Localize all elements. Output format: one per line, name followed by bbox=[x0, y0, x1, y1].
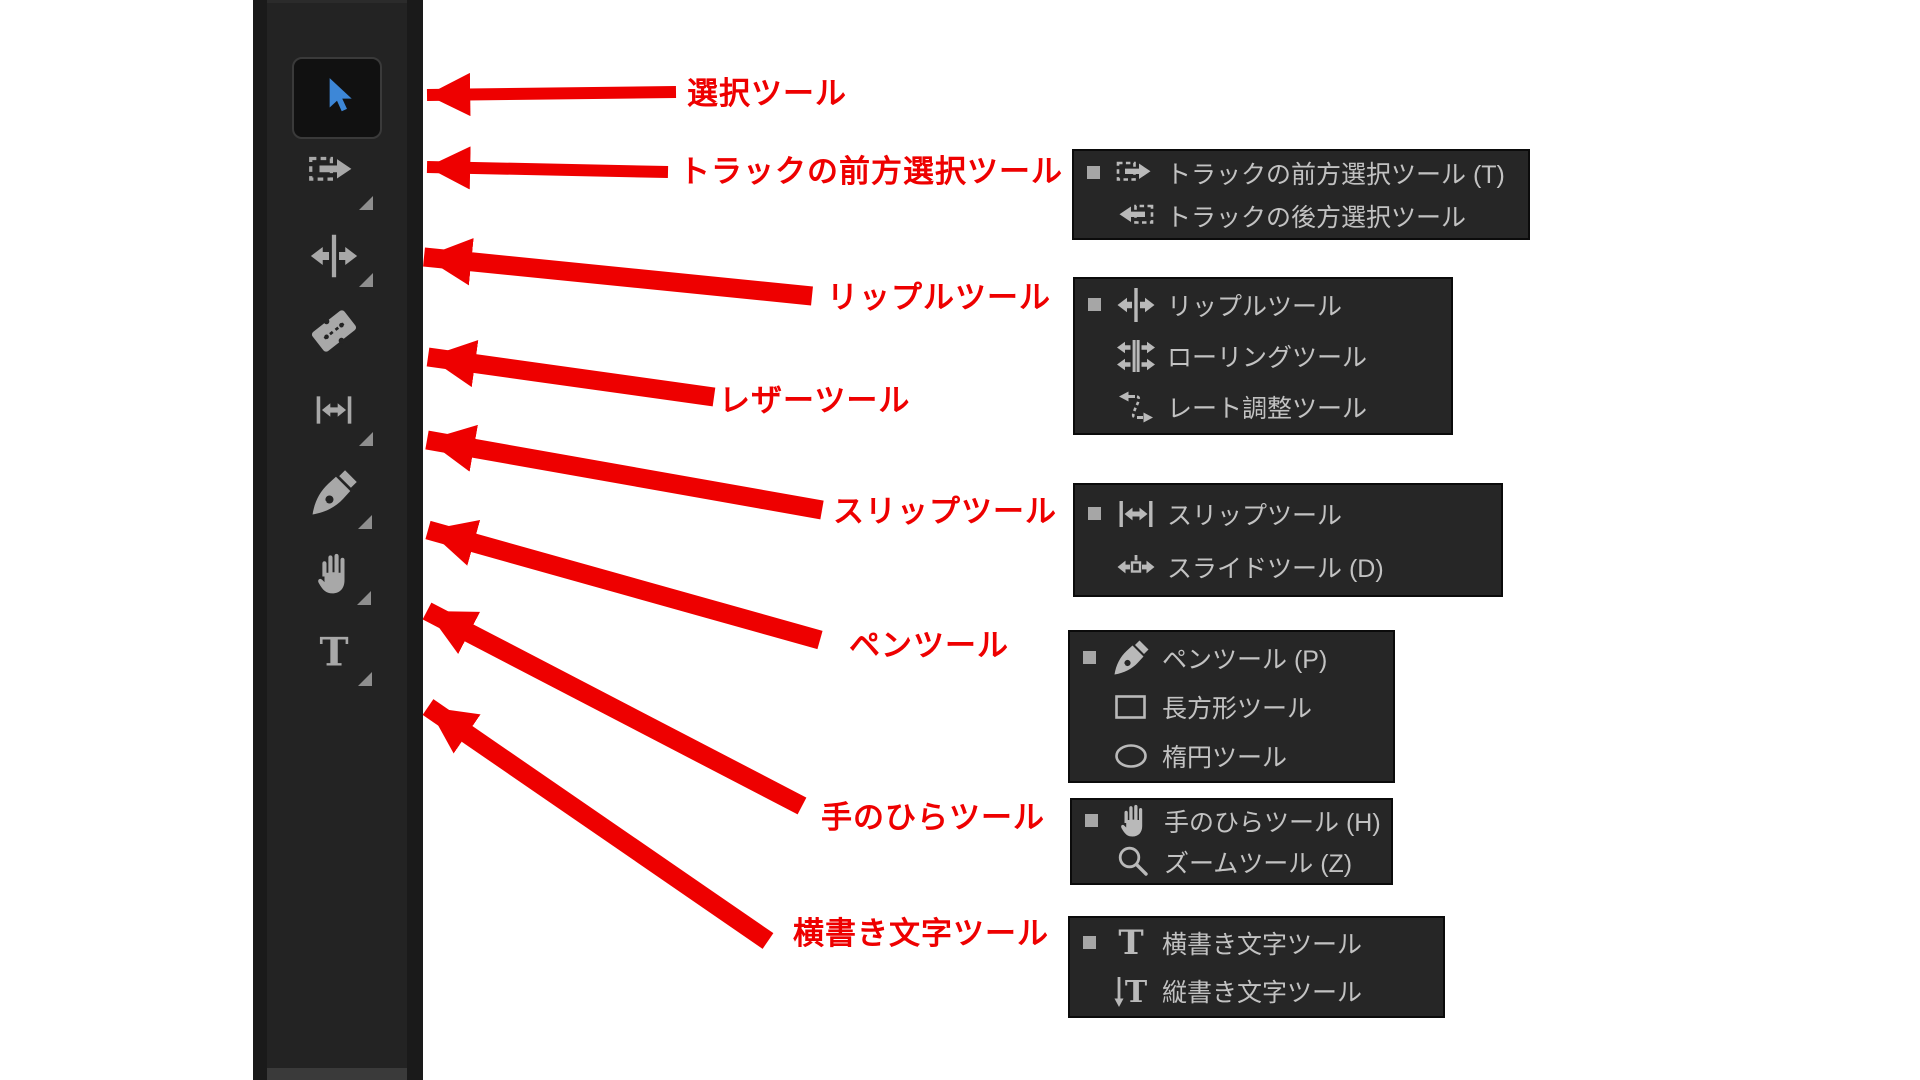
checkmark bbox=[1086, 207, 1104, 225]
checkmark bbox=[1087, 558, 1105, 576]
menu-item-rolling[interactable]: ローリングツール bbox=[1075, 331, 1451, 382]
annotation-selection-tool: 選択ツール bbox=[687, 76, 847, 111]
checkmark bbox=[1087, 296, 1105, 314]
checkmark bbox=[1082, 747, 1100, 765]
annotation-type-tool: 横書き文字ツール bbox=[793, 916, 1049, 951]
tools-panel-footer bbox=[267, 1068, 407, 1080]
hand-icon bbox=[1110, 801, 1156, 841]
checkmark bbox=[1087, 505, 1105, 523]
menu-item-label: トラックの前方選択ツール (T) bbox=[1166, 161, 1505, 189]
menu-item-label: リップルツール bbox=[1167, 293, 1343, 321]
menu-item-zoom[interactable]: ズームツール (Z) bbox=[1072, 842, 1391, 883]
slide-icon bbox=[1113, 547, 1159, 587]
track-select-backward-icon bbox=[1112, 196, 1158, 236]
annotation-hand-tool: 手のひらツール bbox=[821, 800, 1045, 835]
horizontal-type-icon bbox=[1108, 923, 1154, 963]
menu-item-label: 長方形ツール bbox=[1162, 694, 1313, 723]
annotation-ripple-tool: リップルツール bbox=[827, 280, 1051, 315]
rate-stretch-icon bbox=[1113, 387, 1159, 427]
arrow-slip-tool bbox=[425, 424, 824, 520]
menu-item-label: スリップツール bbox=[1167, 501, 1343, 530]
menu-item-label: 手のひらツール (H) bbox=[1164, 809, 1381, 837]
menu-item-horizontal-type[interactable]: 横書き文字ツール bbox=[1070, 919, 1443, 967]
arrow-type-tool bbox=[422, 699, 774, 949]
menu-item-label: ペンツール (P) bbox=[1162, 645, 1328, 674]
menu-item-slide[interactable]: スライドツール (D) bbox=[1075, 540, 1501, 593]
menu-item-label: トラックの後方選択ツール bbox=[1166, 204, 1467, 232]
hand-flyout-menu: 手のひらツール (H) ズームツール (Z) bbox=[1070, 798, 1393, 885]
type-flyout-menu: 横書き文字ツール 縦書き文字ツール bbox=[1068, 916, 1445, 1018]
zoom-icon bbox=[1110, 842, 1156, 882]
arrow-ripple-tool bbox=[423, 238, 813, 306]
rolling-edit-icon bbox=[1113, 336, 1159, 376]
menu-item-label: 縦書き文字ツール bbox=[1162, 979, 1363, 1007]
menu-item-label: レート調整ツール bbox=[1167, 395, 1368, 423]
pen-flyout-menu: ペンツール (P) 長方形ツール 楕円ツール bbox=[1068, 630, 1395, 783]
menu-item-label: スライドツール (D) bbox=[1167, 554, 1384, 583]
menu-item-hand[interactable]: 手のひらツール (H) bbox=[1072, 801, 1391, 842]
checkmark bbox=[1084, 853, 1102, 871]
ripple-flyout-menu: リップルツール ローリングツール レート調整ツール bbox=[1073, 277, 1453, 435]
ellipse-icon bbox=[1108, 736, 1154, 776]
annotation-slip-tool: スリップツール bbox=[833, 494, 1057, 529]
ripple-edit-icon bbox=[1113, 285, 1159, 325]
rectangle-icon bbox=[1108, 687, 1154, 727]
pen-icon bbox=[1108, 638, 1154, 678]
checkmark bbox=[1082, 649, 1100, 667]
arrow-hand-tool bbox=[422, 602, 807, 815]
menu-item-rectangle[interactable]: 長方形ツール bbox=[1070, 682, 1393, 731]
arrow-pen-tool bbox=[425, 519, 823, 650]
menu-item-label: ローリングツール bbox=[1167, 344, 1368, 372]
checkmark bbox=[1084, 812, 1102, 830]
menu-item-track-select-backward[interactable]: トラックの後方選択ツール bbox=[1074, 195, 1528, 238]
checkmark bbox=[1082, 982, 1100, 1000]
menu-item-ellipse[interactable]: 楕円ツール bbox=[1070, 731, 1393, 780]
selection-tool-button[interactable] bbox=[292, 57, 382, 139]
arrow-razor-tool bbox=[426, 340, 716, 407]
arrow-track-select bbox=[426, 146, 669, 190]
checkmark bbox=[1082, 934, 1100, 952]
slip-flyout-menu: スリップツール スライドツール (D) bbox=[1073, 483, 1503, 597]
arrow-selection-tool bbox=[426, 72, 677, 117]
track-select-flyout-menu: トラックの前方選択ツール (T) トラックの後方選択ツール bbox=[1072, 149, 1530, 240]
menu-item-ripple[interactable]: リップルツール bbox=[1075, 280, 1451, 331]
checkmark bbox=[1086, 164, 1104, 182]
checkmark bbox=[1087, 347, 1105, 365]
menu-item-label: 横書き文字ツール bbox=[1162, 931, 1363, 959]
annotation-track-select-tool: トラックの前方選択ツール bbox=[679, 154, 1063, 189]
menu-item-label: 楕円ツール bbox=[1162, 743, 1288, 772]
annotation-razor-tool: レザーツール bbox=[719, 383, 911, 418]
annotation-pen-tool: ペンツール bbox=[849, 628, 1009, 663]
vertical-type-icon bbox=[1108, 971, 1154, 1011]
menu-item-vertical-type[interactable]: 縦書き文字ツール bbox=[1070, 967, 1443, 1015]
checkmark bbox=[1082, 698, 1100, 716]
menu-item-label: ズームツール (Z) bbox=[1164, 850, 1353, 878]
menu-item-pen[interactable]: ペンツール (P) bbox=[1070, 633, 1393, 682]
slip-icon bbox=[1113, 494, 1159, 534]
menu-item-rate-stretch[interactable]: レート調整ツール bbox=[1075, 382, 1451, 433]
track-select-forward-icon bbox=[1112, 153, 1158, 193]
menu-item-track-select-forward[interactable]: トラックの前方選択ツール (T) bbox=[1074, 152, 1528, 195]
checkmark bbox=[1087, 398, 1105, 416]
menu-item-slip[interactable]: スリップツール bbox=[1075, 487, 1501, 540]
